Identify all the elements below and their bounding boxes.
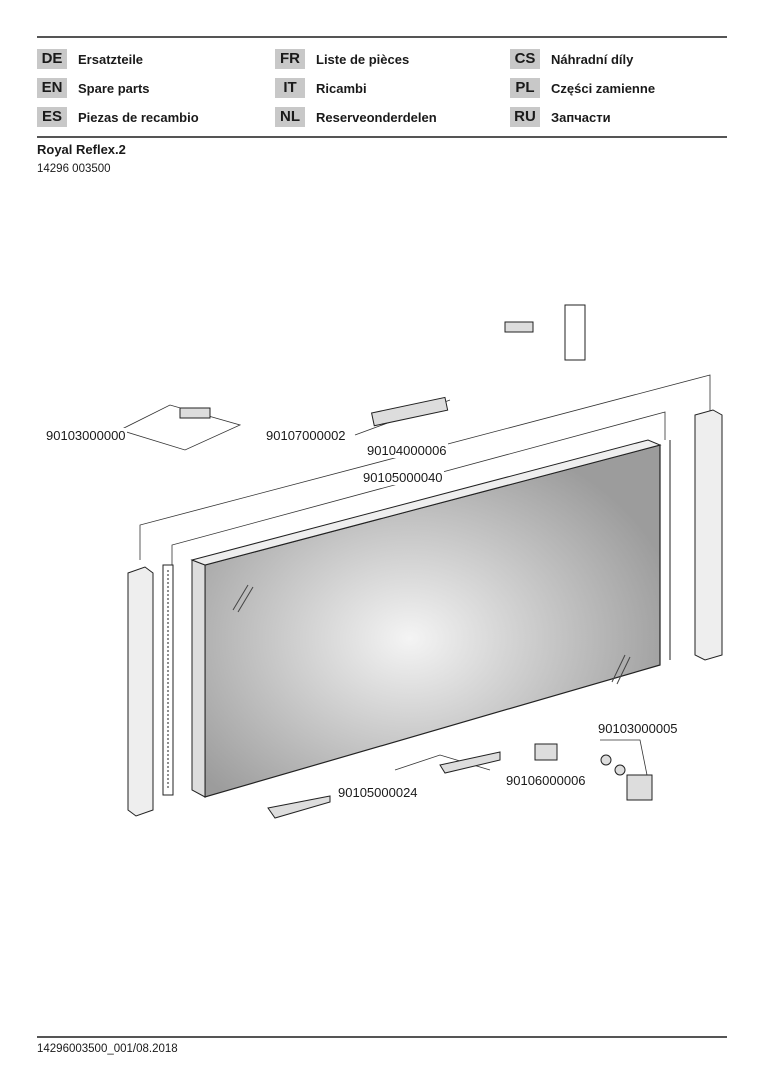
lang-label: Liste de pièces [316,51,410,67]
lang-ru: RU Запчасти [510,107,611,127]
header-rule [37,136,727,138]
document-id: 14296003500_001/08.2018 [37,1043,178,1055]
lang-label: Spare parts [78,80,150,96]
lang-fr: FR Liste de pièces [275,49,409,69]
lang-code: RU [510,107,540,127]
part-number: 90105000040 [362,470,444,485]
side-profile-left [127,564,174,817]
product-number: 14296 003500 [37,163,111,175]
lang-code: EN [37,78,67,98]
side-profile-right [669,409,723,661]
lang-de: DE Ersatzteile [37,49,143,69]
lang-code: IT [275,78,305,98]
lang-label: Ricambi [316,80,367,96]
lang-code: PL [510,78,540,98]
part-number: 90107000002 [265,428,347,443]
lang-es: ES Piezas de recambio [37,107,199,127]
lang-label: Náhradní díly [551,51,634,67]
lang-label: Ersatzteile [78,51,144,67]
lang-label: Piezas de recambio [78,109,199,125]
part-number: 90104000006 [366,443,448,458]
lang-cs: CS Náhradní díly [510,49,633,69]
lang-code: NL [275,107,305,127]
lang-label: Części zamienne [551,80,656,96]
lang-label: Reserveonderdelen [316,109,437,125]
top-rule [37,36,727,38]
product-name: Royal Reflex.2 [37,142,126,157]
footer-rule [37,1036,727,1038]
lang-code: DE [37,49,67,69]
lang-code: CS [510,49,540,69]
small-parts [179,304,653,819]
lang-code: FR [275,49,305,69]
part-number: 90105000024 [337,785,419,800]
part-number: 90103000000 [45,428,127,443]
lang-nl: NL Reserveonderdelen [275,107,437,127]
lang-code: ES [37,107,67,127]
lang-label: Запчасти [551,109,611,125]
mirror [190,439,662,798]
part-number: 90103000005 [597,721,679,736]
part-number: 90106000006 [505,773,587,788]
lang-en: EN Spare parts [37,78,150,98]
lang-it: IT Ricambi [275,78,367,98]
lang-pl: PL Części zamienne [510,78,655,98]
